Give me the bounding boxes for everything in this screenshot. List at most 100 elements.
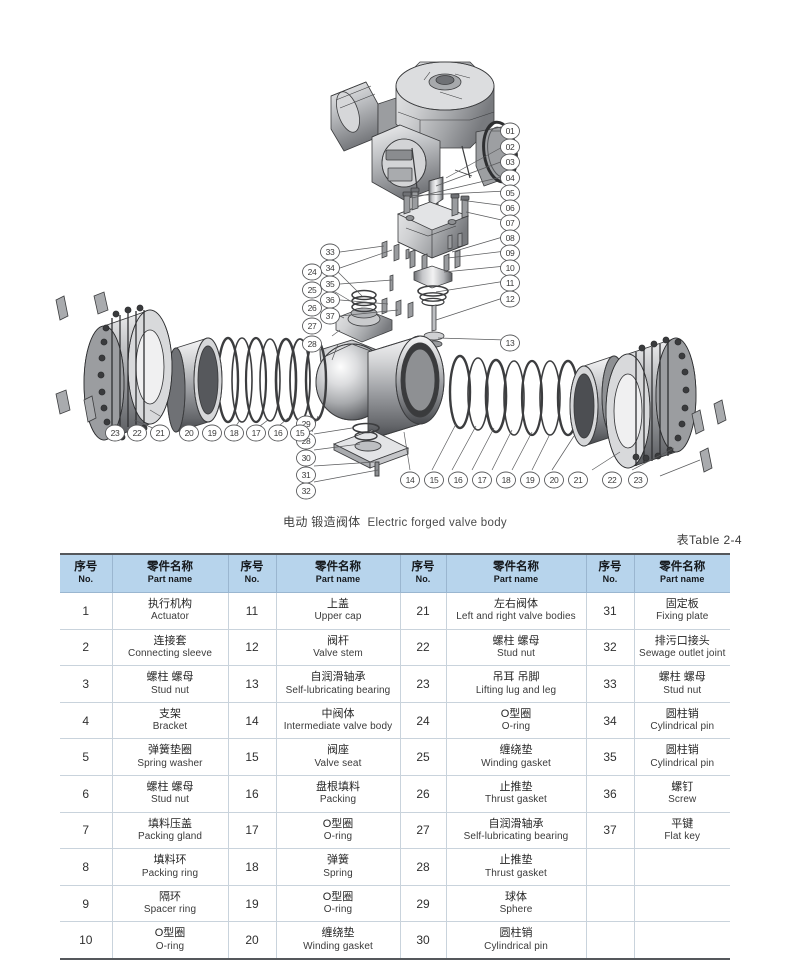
part-cn: 圆柱销 — [665, 707, 699, 720]
col-header-no-3: 序号 No. — [399, 553, 447, 594]
lifting-lugs-left — [55, 291, 109, 423]
svg-text:15: 15 — [296, 428, 305, 438]
callout-37: 37 — [320, 307, 340, 325]
part-en: Valve stem — [313, 648, 363, 660]
table-header-row: 序号 No. 零件名称 Part name 序号 No. 零件名称 Part n… — [60, 553, 730, 594]
part-cn: 自润滑轴承 — [310, 671, 366, 684]
cell-no: 12 — [227, 628, 277, 667]
part-en: Spring — [323, 867, 353, 879]
callout-33: 33 — [320, 243, 340, 261]
col-header-part-1-en: Part name — [147, 574, 193, 585]
callout-07: 07 — [500, 214, 520, 232]
svg-text:29: 29 — [302, 419, 311, 429]
svg-text:37: 37 — [326, 311, 335, 321]
col-header-part-4-cn: 零件名称 — [659, 561, 706, 573]
parts-table: 序号 No. 零件名称 Part name 序号 No. 零件名称 Part n… — [60, 553, 730, 960]
part-cn: 连接套 — [153, 634, 187, 647]
cell-no: 1 — [60, 592, 113, 630]
control-box — [371, 124, 441, 201]
callout-13: 13 — [500, 334, 520, 352]
svg-text:17: 17 — [478, 475, 487, 485]
svg-text:21: 21 — [574, 475, 583, 485]
svg-text:18: 18 — [502, 475, 511, 485]
right-exploded-stack — [448, 336, 727, 473]
cell-no: 17 — [227, 811, 277, 850]
part-en: O-ring — [501, 721, 531, 733]
callout-27: 27 — [302, 317, 322, 335]
part-en: Sewage outlet joint — [639, 648, 726, 660]
part-cn: 自润滑轴承 — [488, 817, 544, 830]
part-cn: 中阀体 — [321, 707, 355, 720]
cell-no: 26 — [399, 775, 447, 813]
part-en: Lifting lug and leg — [475, 684, 557, 696]
svg-text:21: 21 — [156, 428, 165, 438]
col-header-part-2: 零件名称 Part name — [275, 553, 401, 594]
svg-text:33: 33 — [326, 247, 335, 257]
part-cn: 圆柱销 — [665, 744, 699, 757]
actuator-assembly — [330, 61, 518, 201]
callout-35: 35 — [320, 275, 340, 293]
callout-01: 01 — [500, 122, 520, 140]
part-en: Packing ring — [141, 867, 199, 879]
stem-bracket-stack — [335, 176, 470, 348]
callout-09: 09 — [500, 244, 520, 262]
cell-no: 23 — [399, 665, 447, 703]
callout-r16: 16 — [448, 471, 468, 489]
callout-36: 36 — [320, 291, 340, 309]
part-en: Stud nut — [496, 648, 536, 660]
callout-r18: 18 — [496, 471, 516, 489]
svg-text:30: 30 — [302, 453, 311, 463]
col-header-part-2-cn: 零件名称 — [315, 561, 361, 573]
callout-12: 12 — [500, 290, 520, 308]
cell-no: 24 — [399, 701, 447, 740]
callout-32: 32 — [296, 482, 316, 500]
cell-no: 7 — [60, 811, 113, 850]
left-exploded-stack — [55, 291, 328, 441]
svg-text:04: 04 — [506, 173, 515, 183]
part-en: Thrust gasket — [485, 794, 547, 806]
callout-06: 06 — [500, 199, 520, 217]
part-cn: 止推垫 — [499, 781, 533, 794]
svg-text:17: 17 — [252, 428, 261, 438]
col-header-no-1-en: No. — [78, 574, 94, 585]
part-en: Thrust gasket — [485, 867, 547, 879]
svg-text:08: 08 — [506, 233, 515, 243]
svg-text:24: 24 — [308, 267, 317, 277]
cell-no: 32 — [585, 628, 635, 667]
cell-no: 3 — [60, 665, 113, 703]
small-hardware-group — [381, 232, 463, 319]
svg-text:15: 15 — [430, 475, 439, 485]
cell-no: 13 — [227, 665, 277, 703]
part-en: Upper cap — [314, 611, 362, 623]
svg-text:13: 13 — [506, 338, 515, 348]
svg-text:01: 01 — [506, 126, 515, 136]
part-en: Spacer ring — [143, 904, 197, 916]
col-header-no-1-cn: 序号 — [74, 561, 98, 573]
callout-b20: 20 — [179, 424, 199, 442]
cell-no-empty — [585, 848, 635, 886]
svg-text:23: 23 — [111, 428, 120, 438]
svg-text:28: 28 — [302, 436, 311, 446]
cell-no: 11 — [227, 592, 277, 630]
col-header-part-3-en: Part name — [493, 574, 539, 585]
svg-text:06: 06 — [506, 203, 515, 213]
part-en: Stud nut — [150, 684, 190, 696]
svg-text:22: 22 — [608, 475, 617, 485]
lifting-lugs-right — [691, 399, 727, 473]
col-header-no-3-cn: 序号 — [411, 561, 435, 573]
svg-text:02: 02 — [506, 142, 515, 152]
svg-text:27: 27 — [308, 321, 317, 331]
